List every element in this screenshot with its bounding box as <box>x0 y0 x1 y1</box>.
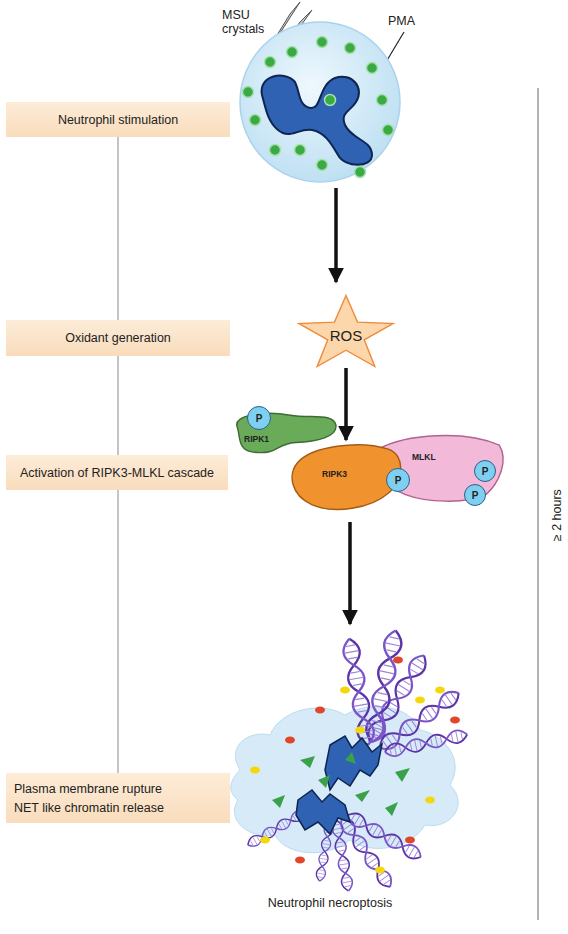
yellow-dot <box>250 767 260 774</box>
stage-band: Neutrophil stimulation <box>6 102 230 137</box>
granule-fragments <box>272 752 410 816</box>
granule <box>250 115 261 126</box>
granule <box>295 145 306 156</box>
granule <box>345 43 356 54</box>
neutrophil-cell <box>240 22 400 182</box>
red-dot <box>295 857 305 864</box>
red-dot <box>315 707 325 714</box>
fragment <box>318 775 330 788</box>
flow-arrow <box>334 188 338 282</box>
node-text: P <box>482 466 489 477</box>
yellow-dot <box>425 797 435 804</box>
nucleus-fragment <box>296 790 350 834</box>
stage-band: Activation of RIPK3-MLKL cascade <box>6 455 228 490</box>
granule <box>287 47 298 58</box>
node-text: Oxidant generation <box>65 331 171 345</box>
fragment <box>300 756 315 768</box>
node-text: NET like chromatin release <box>14 801 164 815</box>
node-text: RIPK1 <box>244 434 269 444</box>
node-text: P <box>256 413 263 424</box>
outcome-label: Neutrophil necroptosis <box>268 896 392 910</box>
yellow-dot <box>260 837 270 844</box>
granule <box>317 37 328 48</box>
yellow-dot <box>435 687 445 694</box>
stage-band: Oxidant generation <box>6 320 230 356</box>
nucleus <box>262 76 372 165</box>
granule <box>355 167 366 178</box>
fragment <box>272 795 285 808</box>
phospho-circle: P <box>386 468 410 492</box>
node-text: P <box>472 490 479 501</box>
ros-star-shape <box>299 295 393 366</box>
nucleus-fragment <box>325 736 382 790</box>
red-dot <box>285 737 295 744</box>
phospho-circle: P <box>474 460 496 482</box>
granule <box>325 95 336 106</box>
yellow-dot <box>340 687 350 694</box>
granule <box>377 95 388 106</box>
red-dot <box>450 717 460 724</box>
granule <box>270 145 281 156</box>
dna-helix <box>345 810 424 863</box>
red-dot <box>393 657 403 664</box>
ripk3-protein-shape <box>292 445 401 510</box>
fragment <box>355 790 370 802</box>
duration-label: ≥ 2 hours <box>550 489 564 541</box>
duration-bar <box>537 88 539 920</box>
granule <box>243 87 254 98</box>
phospho-circle: P <box>464 484 486 506</box>
phospho-circle: P <box>247 406 271 430</box>
stimulus-label: PMA <box>388 14 415 28</box>
node-text: ROS <box>330 327 363 344</box>
red-dot <box>405 837 415 844</box>
fragment <box>395 768 410 782</box>
released-granules <box>250 657 460 874</box>
ros-star: ROS <box>298 294 394 368</box>
node-text: P <box>395 475 402 486</box>
dna-strands <box>245 629 468 892</box>
node-text: Activation of RIPK3-MLKL cascade <box>20 466 214 480</box>
granules <box>243 37 394 178</box>
granule <box>367 63 378 74</box>
granule <box>265 57 276 68</box>
node-text: RIPK3 <box>322 469 347 479</box>
yellow-dot <box>355 727 365 734</box>
flow-arrow <box>348 522 352 624</box>
node-text: Neutrophil stimulation <box>58 113 178 127</box>
fragment <box>385 802 398 816</box>
node-text: MLKL <box>412 452 436 462</box>
dna-helix <box>364 629 404 744</box>
yellow-dot <box>415 697 425 704</box>
flow-arrow <box>344 368 348 440</box>
yellow-dot <box>375 867 385 874</box>
stage-band: Plasma membrane ruptureNET like chromati… <box>6 773 230 823</box>
dna-helix <box>384 728 469 758</box>
node-text: Plasma membrane rupture <box>14 782 162 796</box>
fragment <box>345 752 356 764</box>
dna-helix <box>376 687 463 754</box>
granule <box>383 125 394 136</box>
granule <box>317 160 328 171</box>
stimulus-label: MSU crystals <box>222 8 274 37</box>
